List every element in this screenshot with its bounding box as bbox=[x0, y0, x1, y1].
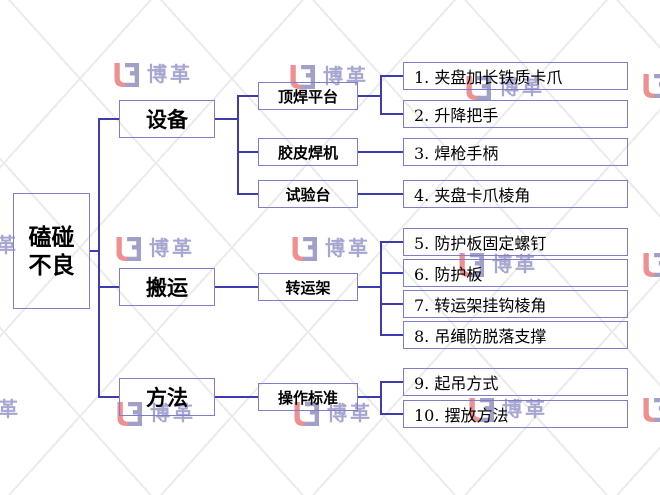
node-top-weld-platform: 顶焊平台 bbox=[258, 82, 358, 110]
node-rubber-welder: 胶皮焊机 bbox=[258, 138, 358, 166]
connector-to-test-bench bbox=[239, 193, 258, 195]
connector-equipment-out bbox=[215, 118, 239, 120]
connector-trunk-method bbox=[98, 396, 119, 398]
connector-handling-transfer-rack bbox=[215, 286, 258, 288]
node-test-bench: 试验台 bbox=[258, 180, 358, 208]
connector-to-leaf-4 bbox=[358, 193, 403, 195]
cause-item-10: 10. 摆放方法 bbox=[403, 400, 628, 428]
connector-to-leaf-7 bbox=[382, 303, 403, 305]
connector-transfer-rack-vertical bbox=[380, 241, 382, 336]
connector-to-top-weld-platform bbox=[239, 95, 258, 97]
connector-to-leaf-3 bbox=[358, 151, 403, 153]
cause-item-2: 2. 升降把手 bbox=[403, 100, 628, 128]
branch-equipment: 设备 bbox=[119, 100, 215, 138]
cause-item-7: 7. 转运架挂钩棱角 bbox=[403, 290, 628, 318]
branch-handling: 搬运 bbox=[119, 268, 215, 306]
connector-method-operation-standard bbox=[215, 396, 258, 398]
connector-trunk-equipment bbox=[98, 118, 119, 120]
root-node: 磕碰 不良 bbox=[13, 193, 90, 309]
connector-to-leaf-8 bbox=[382, 334, 403, 336]
connector-operation-standard-vertical bbox=[380, 381, 382, 415]
node-operation-standard: 操作标准 bbox=[258, 383, 358, 411]
cause-item-3: 3. 焊枪手柄 bbox=[403, 138, 628, 166]
connector-root-trunk bbox=[90, 250, 99, 252]
cause-item-8: 8. 吊绳防脱落支撑 bbox=[403, 321, 628, 349]
root-label: 磕碰 不良 bbox=[28, 223, 75, 278]
connector-to-leaf-5 bbox=[382, 241, 403, 243]
connector-to-rubber-welder bbox=[239, 151, 258, 153]
cause-item-5: 5. 防护板固定螺钉 bbox=[403, 228, 628, 256]
node-transfer-rack: 转运架 bbox=[258, 273, 358, 301]
cause-item-6: 6. 防护板 bbox=[403, 259, 628, 287]
connector-transfer-rack-out bbox=[358, 286, 382, 288]
connector-to-leaf-6 bbox=[382, 272, 403, 274]
cause-item-9: 9. 起吊方式 bbox=[403, 368, 628, 396]
connector-top-weld-out bbox=[358, 95, 382, 97]
connector-trunk-handling bbox=[98, 286, 119, 288]
connector-trunk bbox=[98, 118, 100, 398]
branch-method: 方法 bbox=[119, 378, 215, 416]
cause-item-4: 4. 夹盘卡爪棱角 bbox=[403, 180, 628, 208]
connector-equipment-vertical bbox=[237, 95, 239, 195]
connector-top-weld-vertical bbox=[380, 75, 382, 115]
connector-operation-standard-out bbox=[358, 396, 382, 398]
connector-to-leaf-10 bbox=[382, 413, 403, 415]
connector-to-leaf-1 bbox=[382, 75, 403, 77]
connector-to-leaf-9 bbox=[382, 381, 403, 383]
connector-to-leaf-2 bbox=[382, 113, 403, 115]
cause-item-1: 1. 夹盘加长铁质卡爪 bbox=[403, 62, 628, 90]
